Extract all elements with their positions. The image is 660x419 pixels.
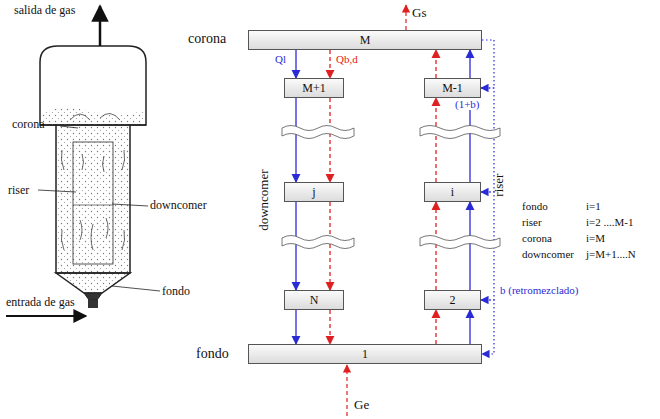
part-label: fondo xyxy=(162,285,190,298)
flow-arrow xyxy=(295,50,296,78)
flow-arrow xyxy=(469,310,470,344)
flow-arrow xyxy=(329,98,330,182)
reactor-vessel xyxy=(40,46,146,308)
zone-label: riser xyxy=(493,173,507,196)
column-break xyxy=(282,126,500,249)
riser-compartment: M-1 xyxy=(424,78,481,98)
flow-arrow xyxy=(329,310,330,344)
table-cell: downcomer xyxy=(522,248,574,260)
downcomer-compartment: N xyxy=(284,290,344,310)
table-cell: j=M+1....N xyxy=(586,248,636,260)
flow-arrow xyxy=(435,50,436,78)
flow-arrow xyxy=(435,310,436,344)
zone-label: corona xyxy=(188,31,226,46)
flow-arrow xyxy=(481,300,494,354)
compartment-index: 1 xyxy=(362,347,368,362)
leader-lines xyxy=(38,126,160,291)
downcomer-compartment: j xyxy=(284,182,344,202)
corona-compartment: M xyxy=(248,30,482,50)
flow-label: Qb,d xyxy=(335,53,359,65)
flow-arrow xyxy=(469,50,470,78)
flow-arrow xyxy=(329,50,330,78)
flow-arrow xyxy=(469,202,470,290)
table-cell: i=1 xyxy=(586,200,601,212)
gas-inlet-label: entrada de gas xyxy=(6,296,75,309)
flow-arrow xyxy=(435,202,436,290)
flow-arrow xyxy=(295,202,296,290)
zone-label: downcomer xyxy=(257,169,271,230)
compartment-index: j xyxy=(312,185,315,200)
flow-label: Ge xyxy=(354,398,369,412)
table-cell: riser xyxy=(522,216,542,228)
part-label: downcomer xyxy=(150,199,207,212)
table-cell: fondo xyxy=(522,200,548,212)
flow-arrow xyxy=(295,98,296,182)
flow-arrow xyxy=(295,310,296,344)
gas-arrows xyxy=(6,6,100,316)
part-label: riser xyxy=(8,184,29,197)
downcomer-compartment: M+1 xyxy=(284,78,344,98)
flow-arrow xyxy=(481,40,494,88)
flow-label: Gs xyxy=(412,6,426,20)
flow-arrow xyxy=(329,202,330,290)
flow-label: b (retromezclado) xyxy=(499,284,579,296)
zone-label: fondo xyxy=(196,346,229,361)
flow-label: Ql xyxy=(274,53,287,65)
riser-compartment: 2 xyxy=(424,290,481,310)
table-cell: i=M xyxy=(586,232,605,244)
bottom-compartment: 1 xyxy=(248,344,482,364)
riser-compartment: i xyxy=(424,182,481,202)
flow-arrow xyxy=(469,98,470,182)
compartment-index: M-1 xyxy=(442,81,463,96)
flow-arrow xyxy=(435,98,436,182)
compartment-index: i xyxy=(451,185,454,200)
flow-label: (1+b) xyxy=(454,98,481,110)
table-cell: corona xyxy=(522,232,552,244)
compartment-index: M xyxy=(360,33,371,48)
gas-outlet-label: salida de gas xyxy=(14,4,75,17)
compartment-index: N xyxy=(310,293,319,308)
part-label: corona xyxy=(12,118,45,131)
compartment-index: 2 xyxy=(450,293,456,308)
table-cell: i=2 ....M-1 xyxy=(586,216,633,228)
compartment-index: M+1 xyxy=(302,81,325,96)
